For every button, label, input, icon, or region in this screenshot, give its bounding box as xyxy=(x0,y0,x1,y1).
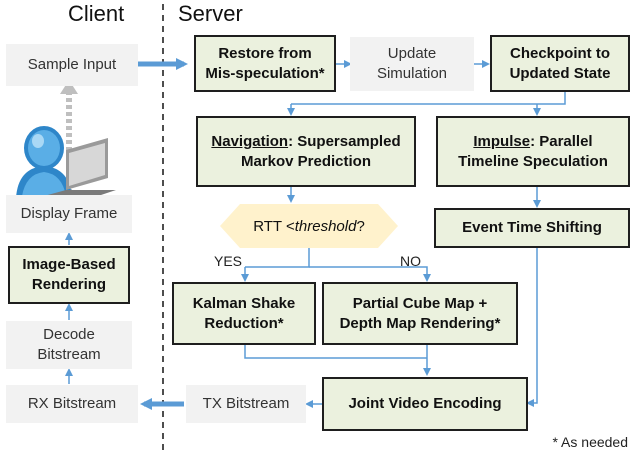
sample-input-box: Sample Input xyxy=(6,44,138,86)
navigation-rest: : Supersampled Markov Prediction xyxy=(240,132,401,170)
rx-bitstream-box: RX Bitstream xyxy=(6,385,138,423)
partial-cube-label: Partial Cube Map + Depth Map Rendering* xyxy=(339,294,501,332)
kalman-label: Kalman Shake Reduction* xyxy=(192,294,296,332)
navigation-box: Navigation: Supersampled Markov Predicti… xyxy=(196,116,416,187)
client-heading: Client xyxy=(68,1,125,26)
navigation-keyword: Navigation xyxy=(211,132,289,150)
arrow-kalman-to-joint xyxy=(244,345,427,359)
yes-label: YES xyxy=(214,253,243,269)
image-based-rendering-box: Image-Based Rendering xyxy=(8,246,130,304)
decision-threshold: threshold xyxy=(294,217,357,235)
server-heading: Server xyxy=(178,1,243,26)
decision-suffix: ? xyxy=(356,217,365,235)
sample-input-label: Sample Input xyxy=(27,56,117,73)
joint-video-encoding-label: Joint Video Encoding xyxy=(348,395,502,412)
impulse-rest: : Parallel Timeline Speculation xyxy=(458,132,608,170)
decision-diamond: RTT < threshold? xyxy=(200,204,418,248)
user-laptop-icon xyxy=(16,126,116,198)
checkpoint-label: Checkpoint to Updated State xyxy=(509,44,611,82)
image-based-rendering-label: Image-Based Rendering xyxy=(22,256,116,293)
decision-diamond-shape xyxy=(220,204,398,248)
arrow-display-to-sample-head xyxy=(60,80,78,94)
footnote: * As needed xyxy=(552,434,628,450)
decision-prefix: RTT < xyxy=(253,217,295,235)
display-frame-label: Display Frame xyxy=(20,205,118,222)
impulse-keyword: Impulse xyxy=(473,132,531,150)
update-simulation-label: Update Simulation xyxy=(376,45,448,82)
arrow-decision-branches xyxy=(245,248,310,268)
checkpoint-box: Checkpoint to Updated State xyxy=(490,35,630,92)
arrow-event-to-joint xyxy=(526,248,538,407)
impulse-text: Impulse: Parallel Timeline Speculation xyxy=(458,132,608,172)
partial-cube-box: Partial Cube Map + Depth Map Rendering* xyxy=(322,282,518,345)
decode-bitstream-label: Decode Bitstream xyxy=(37,326,101,363)
rx-bitstream-label: RX Bitstream xyxy=(27,395,117,412)
restore-box: Restore from Mis-speculation* xyxy=(194,35,336,92)
tx-bitstream-box: TX Bitstream xyxy=(186,385,306,423)
event-time-shifting-box: Event Time Shifting xyxy=(434,208,630,248)
event-time-shifting-label: Event Time Shifting xyxy=(462,219,602,236)
kalman-box: Kalman Shake Reduction* xyxy=(172,282,316,345)
display-frame-box: Display Frame xyxy=(6,195,132,233)
arrow-checkpoint-split xyxy=(291,92,566,105)
arrow-to-cube xyxy=(309,266,431,282)
joint-video-encoding-box: Joint Video Encoding xyxy=(322,377,528,431)
navigation-text: Navigation: Supersampled Markov Predicti… xyxy=(211,132,400,172)
tx-bitstream-label: TX Bitstream xyxy=(202,395,290,412)
no-label: NO xyxy=(400,253,421,269)
update-simulation-box: Update Simulation xyxy=(350,37,474,91)
impulse-box: Impulse: Parallel Timeline Speculation xyxy=(436,116,630,187)
restore-label: Restore from Mis-speculation* xyxy=(205,44,325,82)
decode-bitstream-box: Decode Bitstream xyxy=(6,321,132,369)
